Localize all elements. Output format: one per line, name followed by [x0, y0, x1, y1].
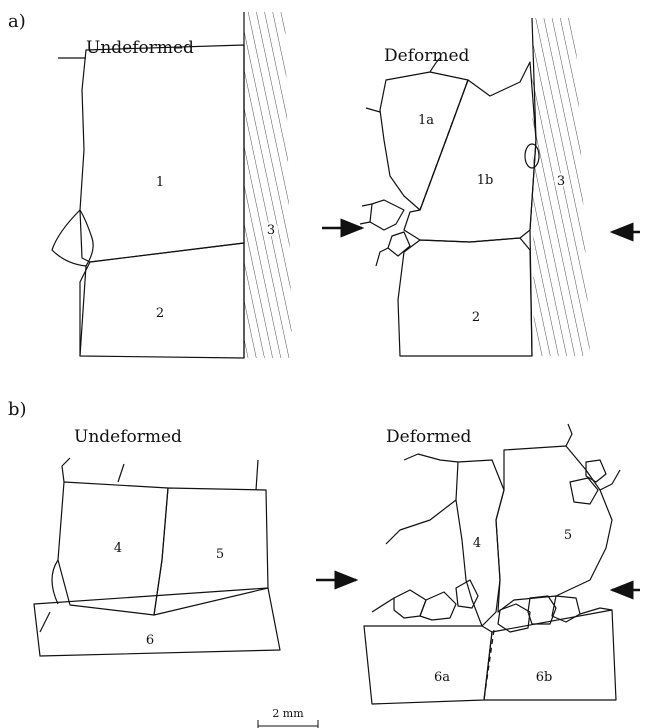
grain-2-region	[80, 243, 244, 358]
grain-2a-region	[398, 238, 532, 356]
panel-a-letter: a)	[8, 11, 26, 32]
panel-a-undeformed	[52, 12, 292, 358]
grain-label-1a: 1a	[418, 113, 434, 128]
grain-label-1: 1	[156, 175, 164, 190]
panel-b-letter: b)	[8, 399, 27, 420]
grain-6a-region	[364, 626, 492, 704]
panel-b-deformed-title: Deformed	[386, 427, 472, 447]
panel-a-deformed-title: Deformed	[384, 46, 470, 66]
scale-bar-label: 2 mm	[272, 707, 304, 720]
panel-b-undeformed	[34, 458, 280, 656]
panel-b-undeformed-title: Undeformed	[74, 427, 182, 447]
grain-label-6b: 6b	[536, 670, 553, 685]
grain-label-3: 3	[267, 223, 275, 238]
grain-label-2b: 2	[472, 310, 480, 325]
grain-5-region	[154, 488, 268, 615]
grain-label-1b: 1b	[477, 173, 494, 188]
grain-label-3b: 3	[557, 174, 565, 189]
grain-1a-region	[380, 72, 468, 210]
grain-1-region	[80, 45, 244, 262]
grain-label-5: 5	[216, 547, 224, 562]
grain-label-6: 6	[146, 633, 154, 648]
grain-3-region	[244, 12, 292, 358]
scale-bar: 2 mm	[258, 707, 318, 728]
grain-label-6a: 6a	[434, 670, 450, 685]
grain-label-2: 2	[156, 306, 164, 321]
grain-5b-region	[496, 446, 612, 612]
panel-a-deformed	[360, 18, 590, 356]
grain-label-4: 4	[114, 541, 122, 556]
grain-label-5b: 5	[564, 528, 572, 543]
panel-b-deformed	[364, 424, 620, 704]
grain-1b-region	[404, 62, 536, 242]
grain-label-4b: 4	[473, 536, 481, 551]
